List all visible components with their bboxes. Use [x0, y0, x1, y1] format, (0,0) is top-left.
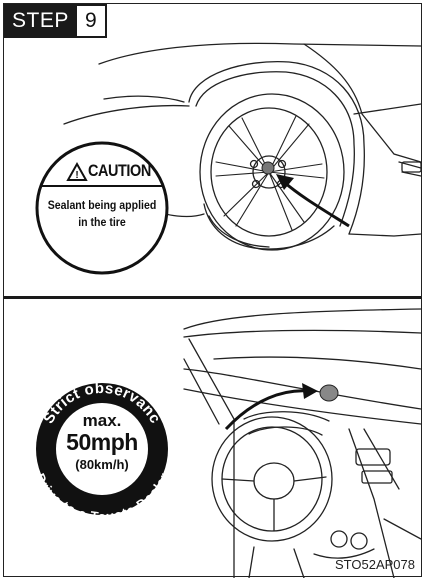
wheel-illustration-panel: ! CAUTION Sealant being applied in the t…: [4, 4, 421, 296]
speed-sign-kmh: (80km/h): [56, 457, 148, 472]
figure-code: STO52AP078: [335, 557, 415, 572]
dashboard-illustration-panel: Strict observanc Drive to a Toyota Deale…: [4, 299, 421, 578]
svg-text:!: !: [75, 170, 78, 181]
wheel-illustration: !: [4, 4, 421, 296]
caution-header: CAUTION: [88, 161, 151, 181]
caution-text-line2: in the tire: [47, 215, 158, 229]
speed-sign-mph: 50mph: [56, 429, 148, 456]
caution-text-line1: Sealant being applied: [47, 198, 158, 212]
speed-sign-max: max.: [56, 411, 148, 431]
instruction-figure: STEP 9: [3, 3, 422, 577]
